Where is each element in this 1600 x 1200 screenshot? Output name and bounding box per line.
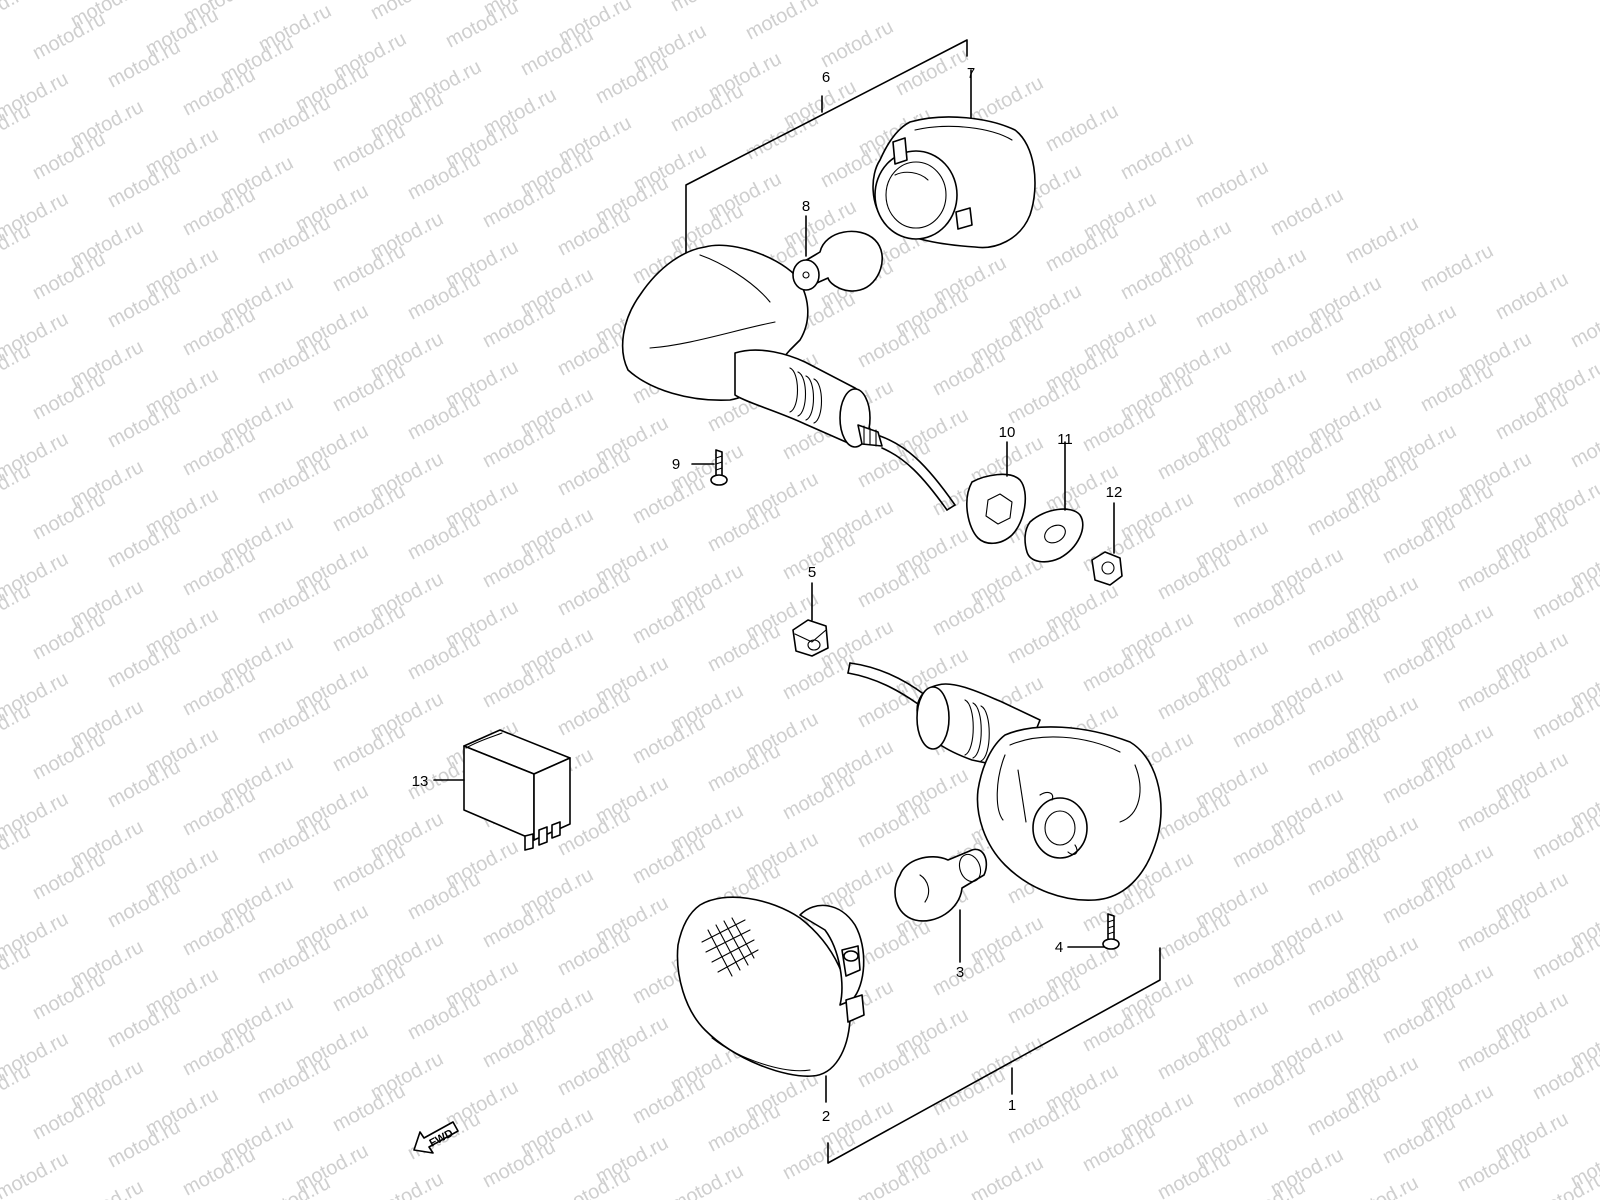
upper-turn-signal-housing (621, 244, 956, 511)
watermark-text: motod.ru (742, 0, 822, 44)
label-part-5: 5 (808, 564, 816, 581)
label-part-2: 2 (822, 1108, 830, 1125)
label-part-13: 13 (412, 773, 429, 790)
watermark-text: motod.ru (1342, 1172, 1422, 1200)
watermark-text: motod.ru (817, 16, 897, 72)
watermark-text: motod.ru (667, 1160, 747, 1200)
watermark-text: motod.ru (0, 0, 34, 36)
watermark-text: motod.ru (367, 0, 447, 24)
watermark-text: motod.ru (1529, 928, 1600, 984)
watermark-text: motod.ru (1529, 568, 1600, 624)
watermark-text: motod.ru (1529, 808, 1600, 864)
part-12-nut (1091, 502, 1123, 586)
watermark-text: motod.ru (367, 1168, 447, 1200)
lower-turn-signal-housing (847, 662, 1162, 901)
label-part-7: 7 (967, 65, 975, 82)
watermark-text: motod.ru (1567, 296, 1600, 352)
part-13-relay (433, 729, 571, 851)
watermark-text: motod.ru (667, 0, 747, 16)
label-part-11: 11 (1057, 431, 1073, 448)
part-9-screw (691, 449, 728, 486)
label-part-1: 1 (1008, 1097, 1016, 1114)
watermark-text: motod.ru (1267, 184, 1347, 240)
watermark-text: motod.ru (1567, 416, 1600, 472)
part-8-bulb (792, 215, 884, 292)
bracket-6 (685, 39, 968, 256)
label-part-6: 6 (822, 69, 830, 86)
watermark-text: motod.ru (1529, 1168, 1600, 1200)
watermark-text: motod.ru (67, 1176, 147, 1200)
part-7-lens (872, 69, 1036, 249)
part-5-nut (792, 582, 829, 657)
label-part-10: 10 (999, 424, 1016, 441)
watermark-text: motod.ru (1192, 156, 1272, 212)
watermark-text: motod.ru (1529, 1048, 1600, 1104)
part-labels: 1 2 3 4 5 6 7 8 9 10 11 12 13 (412, 65, 1123, 1125)
part-3-bulb (894, 848, 988, 963)
part-10-seal (966, 441, 1027, 545)
watermark-text: motod.ru (1492, 268, 1572, 324)
bracket-1 (827, 947, 1161, 1164)
label-part-4: 4 (1055, 939, 1063, 956)
watermark-text: motod.ru (0, 1148, 72, 1200)
label-part-3: 3 (956, 964, 964, 981)
watermark-text: motod.ru (1342, 212, 1422, 268)
label-part-12: 12 (1106, 484, 1123, 501)
watermark-text: motod.ru (442, 0, 522, 52)
watermark-text: motod.ru (1042, 100, 1122, 156)
part-4-screw (1067, 913, 1120, 950)
lens-reflector-pattern (701, 917, 759, 977)
watermark-text: motod.ru (1417, 240, 1497, 296)
part-2-lens (676, 896, 865, 1103)
watermark-text: motod.ru (1117, 128, 1197, 184)
watermark-text: motod.ru (967, 1152, 1047, 1200)
watermark-text: motod.ru (1529, 688, 1600, 744)
part-11-washer (1024, 441, 1084, 563)
label-part-9: 9 (672, 456, 680, 473)
label-part-8: 8 (802, 198, 810, 215)
